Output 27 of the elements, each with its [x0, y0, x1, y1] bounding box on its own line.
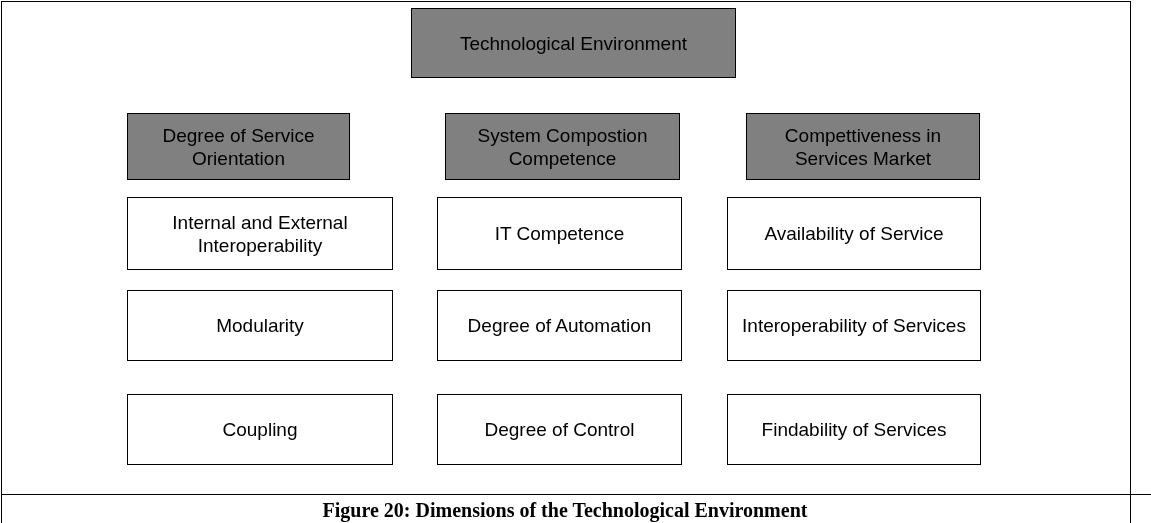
dimension-box	[127, 394, 393, 465]
box-label: Coupling	[222, 418, 298, 441]
dimension-box	[437, 197, 682, 270]
box-label: Interoperability of Services	[742, 314, 966, 337]
dimension-box	[127, 290, 393, 361]
box-label: Degree of Control	[484, 418, 635, 441]
box-label: System Compostion Competence	[476, 123, 649, 170]
box-label: Degree of Service Orientation	[161, 123, 316, 170]
dimension-box	[437, 394, 682, 465]
category-box	[411, 8, 736, 78]
box-label: IT Competence	[494, 222, 625, 245]
figure-caption: Figure 20: Dimensions of the Technological Environment	[322, 498, 808, 522]
box-label: Findability of Services	[761, 418, 947, 441]
box-label: Technological Environment	[459, 31, 688, 55]
category-box	[445, 113, 680, 180]
box-label: Internal and External Interoperability	[171, 210, 349, 257]
dimension-box	[727, 197, 981, 270]
dimension-box	[727, 290, 981, 361]
box-label: Availability of Service	[764, 222, 944, 245]
box-label: Modularity	[216, 314, 304, 337]
box-label: Degree of Automation	[467, 314, 652, 337]
dimension-box	[727, 394, 981, 465]
dimension-box	[437, 290, 682, 361]
dimension-box	[127, 197, 393, 270]
category-box	[746, 113, 980, 180]
category-box	[127, 113, 350, 180]
box-label: Compettiveness in Services Market	[783, 123, 943, 170]
